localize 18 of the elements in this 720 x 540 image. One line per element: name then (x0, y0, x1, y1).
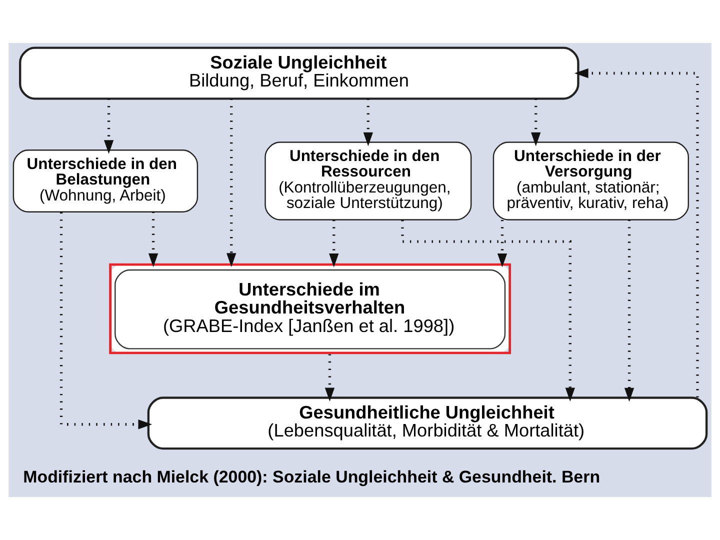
node-box: Unterschiede in der Versorgung (ambulant, stationär; präventiv, kurativ, reha) (492, 142, 689, 220)
arrow (401, 220, 575, 402)
node-box: Unterschiede in den Belastungen (Wohnung, Arbeit) (12, 150, 198, 212)
node-box: Unterschiede in den Ressourcen (Kontrollüberzeugungen, soziale Unterstützung) (264, 142, 472, 220)
arrow (226, 98, 236, 267)
arrow (363, 98, 374, 146)
node-box: Gesundheitliche Ungleichheit (Lebensqualität, Morbidität & Mortalität) (147, 396, 708, 450)
arrow (148, 212, 158, 268)
arrow (60, 212, 152, 430)
arrow (531, 98, 541, 146)
node-box: Soziale Ungleichheit Bildung, Beruf, Einkommen (19, 46, 580, 100)
arrow (329, 220, 339, 268)
arrow (624, 220, 634, 402)
arrow (324, 354, 335, 402)
arrow (497, 220, 508, 268)
arrow (574, 68, 699, 398)
caption: Modifiziert nach Mielck (2000): Soziale Ungleichheit & Gesundheit. Bern (23, 468, 600, 487)
arrow (104, 98, 114, 154)
